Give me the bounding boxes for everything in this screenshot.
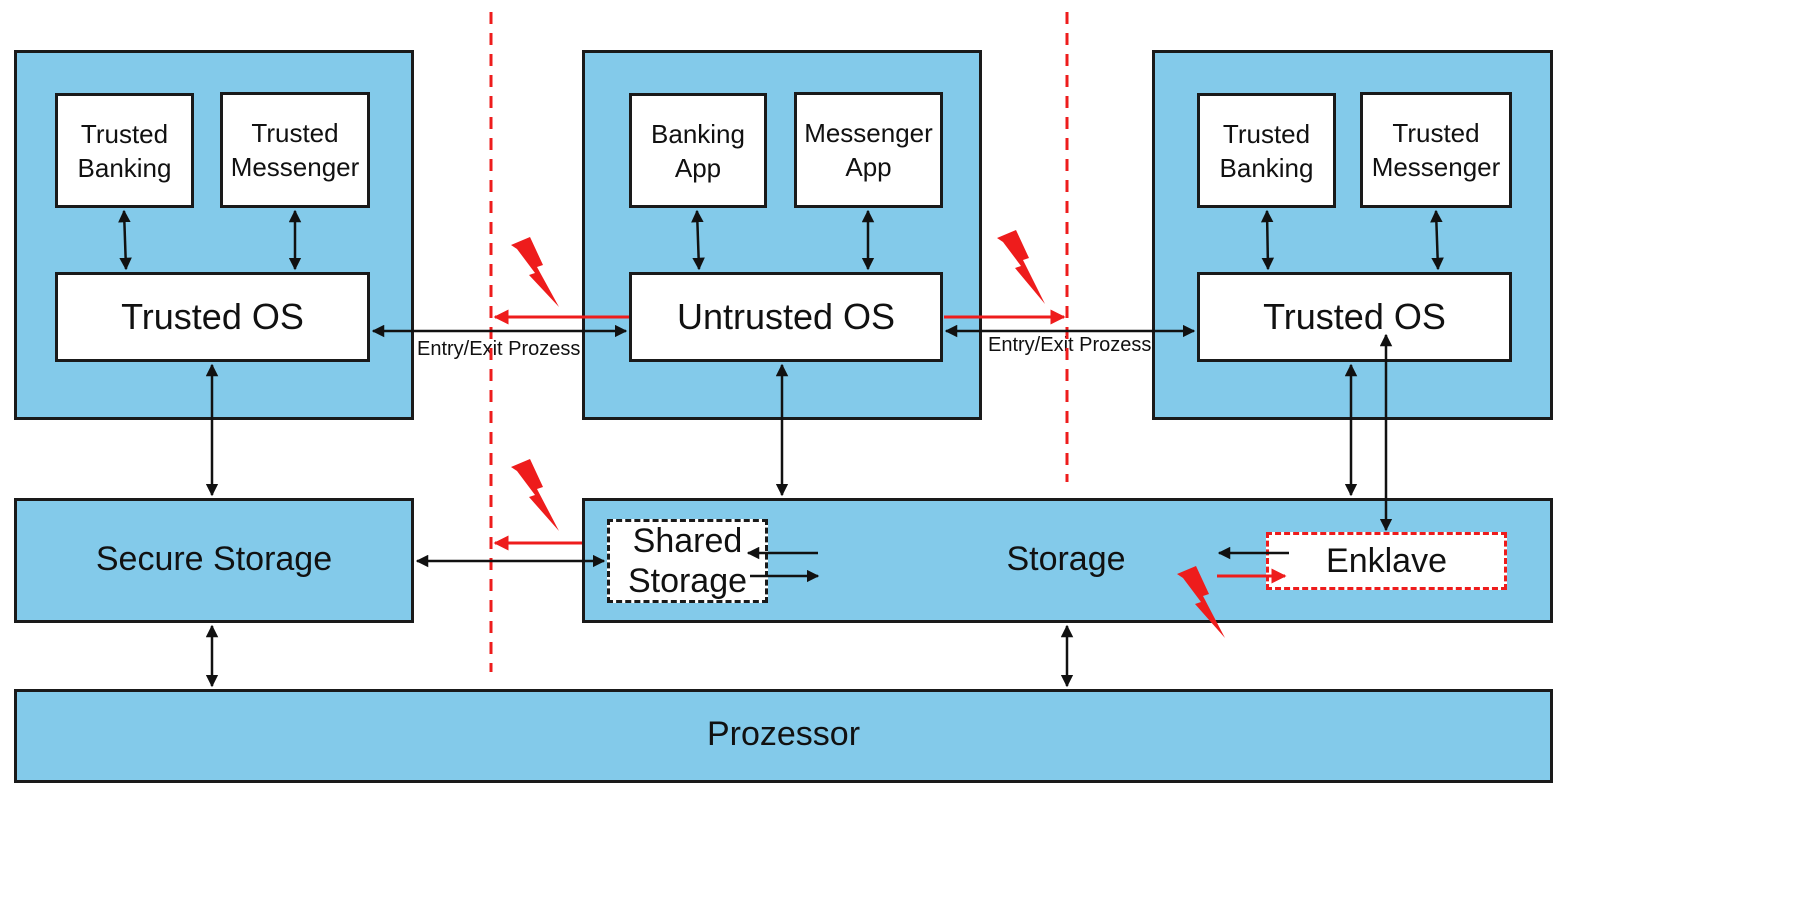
lightning-bolt-icon xyxy=(511,237,559,307)
entry-exit-label-left: Entry/Exit Prozess xyxy=(417,338,581,360)
arrow-center-banking-os xyxy=(691,209,705,271)
left-trusted-os-box: Trusted OS xyxy=(55,272,370,362)
untrusted-os-box: Untrusted OS xyxy=(629,272,943,362)
left-trusted-messenger-box: Trusted Messenger xyxy=(220,92,370,208)
shared-storage-box: Shared Storage xyxy=(607,519,768,603)
secure-storage-label: Secure Storage xyxy=(95,540,333,578)
banking-app-box: Banking App xyxy=(629,93,767,208)
enklave-label: Enklave xyxy=(1326,542,1447,580)
storage-label: Storage xyxy=(1006,540,1126,578)
processor-region xyxy=(14,689,1553,783)
right-trusted-messenger-box: Trusted Messenger xyxy=(1360,92,1512,208)
left-trusted-messenger-label: Trusted Messenger xyxy=(230,118,360,182)
enklave-box: Enklave xyxy=(1266,532,1507,590)
lightning-bolt-icon xyxy=(1177,566,1225,638)
untrusted-os-label: Untrusted OS xyxy=(676,296,896,337)
right-trusted-os-label: Trusted OS xyxy=(1263,296,1446,337)
arrow-right-banking-os xyxy=(1260,209,1275,271)
arrow-right-messenger-os xyxy=(1430,209,1444,271)
shared-storage-label: Shared Storage xyxy=(627,522,748,600)
secure-storage-region xyxy=(14,498,414,623)
left-trusted-banking-box: Trusted Banking xyxy=(55,93,194,208)
left-trusted-os-label: Trusted OS xyxy=(121,296,304,337)
messenger-app-label: Messenger App xyxy=(804,118,933,182)
lightning-bolt-icon xyxy=(511,459,559,531)
right-trusted-banking-box: Trusted Banking xyxy=(1197,93,1336,208)
right-trusted-messenger-label: Trusted Messenger xyxy=(1371,118,1501,182)
banking-app-label: Banking App xyxy=(651,118,745,183)
arrow-left-banking-os xyxy=(118,209,132,271)
processor-label: Prozessor xyxy=(706,715,861,753)
lightning-bolt-icon xyxy=(997,230,1045,304)
right-trusted-os-box: Trusted OS xyxy=(1197,272,1512,362)
right-trusted-banking-label: Trusted Banking xyxy=(1219,118,1314,183)
entry-exit-label-right: Entry/Exit Prozess xyxy=(988,334,1152,356)
messenger-app-box: Messenger App xyxy=(794,92,943,208)
left-trusted-banking-label: Trusted Banking xyxy=(77,118,172,183)
